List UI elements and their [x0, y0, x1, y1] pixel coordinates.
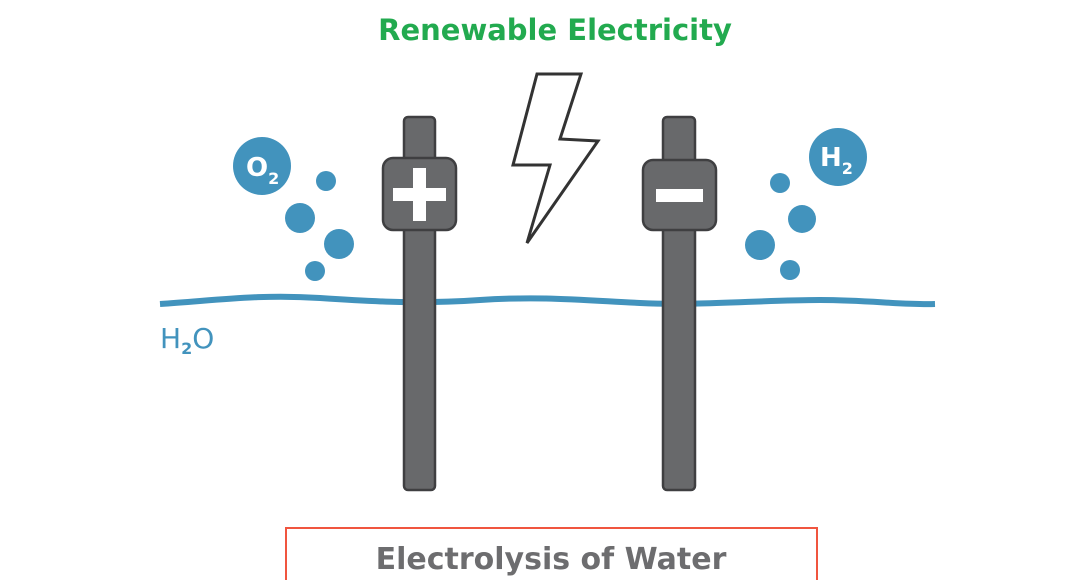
bubble [770, 173, 790, 193]
hydrogen-label: H2 [820, 143, 853, 178]
bubble [745, 230, 775, 260]
bubble [788, 205, 816, 233]
diagram-title: Renewable Electricity [378, 13, 732, 47]
hydrogen-molecule [809, 128, 867, 186]
bubble [316, 171, 336, 191]
bubble [780, 260, 800, 280]
water-surface [159, 293, 936, 308]
oxygen-label: O2 [246, 153, 279, 188]
lightning-bolt-icon [511, 72, 601, 244]
anode-electrode [381, 115, 458, 492]
bubble [305, 261, 325, 281]
minus-icon [656, 189, 703, 202]
hydrogen-bubbles: H2 [745, 128, 867, 280]
cathode-electrode [641, 115, 718, 492]
oxygen-molecule [233, 137, 291, 195]
oxygen-bubbles: O2 [233, 137, 354, 281]
bubble [285, 203, 315, 233]
bubble [324, 229, 354, 259]
water-label: H2O [160, 322, 214, 358]
caption: Electrolysis of Water [376, 542, 727, 577]
caption-box [285, 527, 818, 580]
